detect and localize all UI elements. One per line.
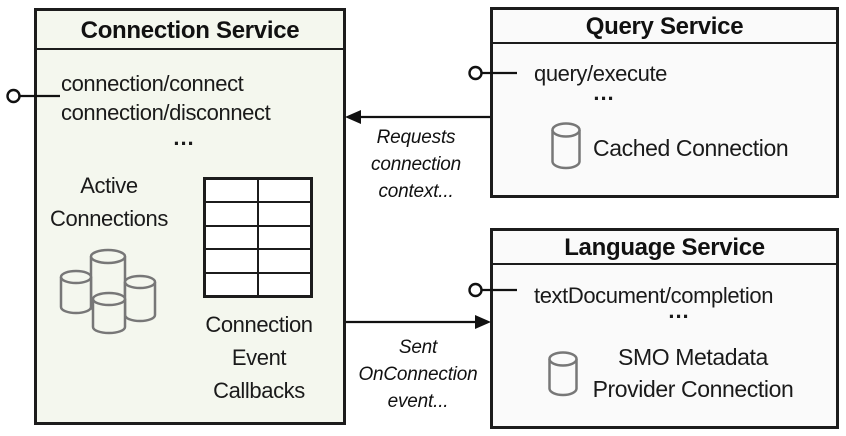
query-method-label: query/execute bbox=[534, 61, 667, 86]
language-service-box: Language Service textDocument/completion… bbox=[490, 228, 839, 429]
callbacks-label: Connection Event Callbacks bbox=[205, 312, 313, 403]
language-method-label: textDocument/completion bbox=[534, 283, 774, 308]
table-cell bbox=[258, 272, 311, 296]
active-connections-label: Active Connections bbox=[50, 173, 168, 231]
table-cell bbox=[258, 249, 311, 273]
table-cell bbox=[205, 272, 258, 296]
cached-connection-label: Cached Connection bbox=[593, 135, 789, 161]
callback-table bbox=[203, 177, 313, 298]
query-service-box: Query Service query/execute ... Cached C… bbox=[490, 7, 839, 198]
connection-service-title: Connection Service bbox=[37, 11, 343, 50]
connection-methods-label: connection/connect connection/disconnect bbox=[61, 71, 271, 125]
database-icon bbox=[548, 351, 578, 397]
arrow-sent-onconnection-event bbox=[346, 315, 491, 329]
connection-methods-ellipsis: ... bbox=[173, 125, 195, 150]
language-method-ellipsis: ... bbox=[668, 298, 690, 323]
requests-connection-note: Requests connection context... bbox=[371, 127, 461, 202]
language-service-title: Language Service bbox=[493, 231, 836, 265]
table-cell bbox=[258, 179, 311, 203]
query-method-ellipsis: ... bbox=[593, 80, 615, 105]
table-cell bbox=[205, 202, 258, 226]
table-cell bbox=[205, 225, 258, 250]
table-cell bbox=[205, 249, 258, 273]
connections-cluster-icon bbox=[59, 248, 157, 335]
database-icon bbox=[551, 122, 581, 170]
table-cell bbox=[205, 179, 258, 203]
arrow-requests-connection-context bbox=[345, 110, 490, 124]
query-service-title: Query Service bbox=[493, 10, 836, 44]
smo-metadata-label: SMO Metadata Provider Connection bbox=[592, 344, 794, 402]
sent-onconnection-note: Sent OnConnection event... bbox=[358, 337, 478, 412]
table-cell bbox=[258, 202, 311, 226]
table-cell bbox=[258, 225, 311, 250]
connection-service-box: Connection Service connection/connect co… bbox=[34, 8, 346, 425]
